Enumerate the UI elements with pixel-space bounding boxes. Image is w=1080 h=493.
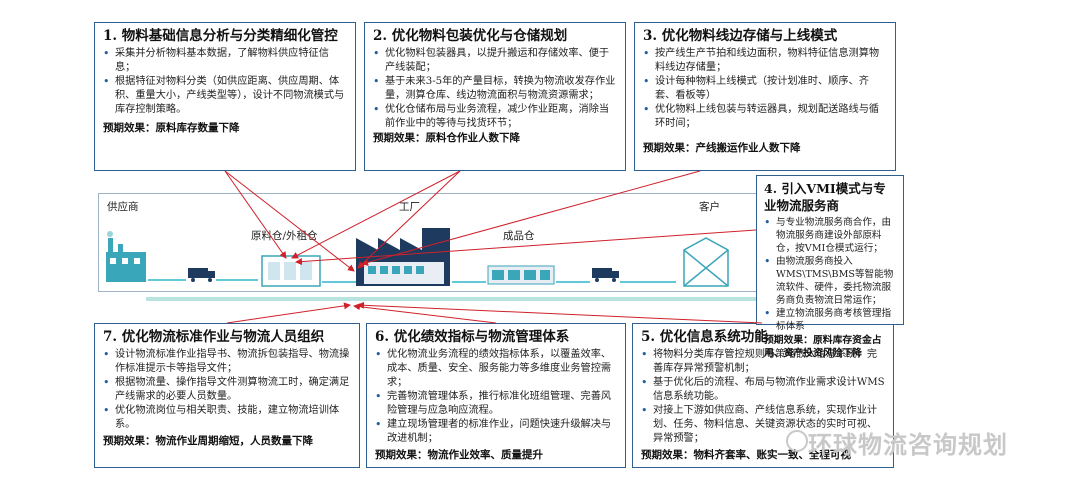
box-4-bullet: 由物流服务商投入WMS\TMS\BMS等智能物流软件、硬件，委托物流服务商负责物… (764, 255, 896, 307)
customer-building-icon (683, 237, 729, 287)
box-6-title: 6. 优化绩效指标与物流管理体系 (375, 329, 570, 345)
box-2-title: 2. 优化物料包装优化与仓储规划 (373, 28, 568, 44)
box-3-lineside: 3. 优化物料线边存储与上线模式 按产线生产节拍和线边面积，物料特征信息测算物料… (634, 22, 896, 171)
box-6-bullet: 完善物流管理体系，推行标准化班组管理、完善风险管理与应急响应流程。 (375, 390, 617, 418)
box-4-bullet: 建立物流服务商考核管理指标体系 (764, 307, 896, 333)
box-3-bullet: 按产线生产节拍和线边面积，物料特征信息测算物料线边存储量； (643, 47, 887, 75)
box-6-kpi-system: 6. 优化绩效指标与物流管理体系 优化物流业务流程的绩效指标体系，以覆盖效率、成… (366, 323, 626, 468)
watermark-logo-icon (786, 430, 808, 452)
label-supplier: 供应商 (107, 201, 139, 213)
box-4-vmi-professional: 4. 引入VMI模式与专业物流服务商 与专业物流服务商合作，由物流服务商建设外部… (756, 175, 904, 359)
box-3-title: 3. 优化物料线边存储与上线模式 (643, 28, 838, 44)
box-1-bullet: 采集并分析物料基本数据，了解物料供应特征信息； (103, 47, 347, 75)
truck-icon (592, 268, 619, 282)
finished-warehouse-icon (487, 265, 555, 285)
watermark: 环球物流咨询规划 (808, 431, 1008, 459)
box-7-bullet: 设计物流标准作业指导书、物流拆包装指导、物流操作标准提示卡等指导文件； (103, 348, 351, 376)
box-2-bullet: 优化仓储布局与业务流程，减少作业距离，消除当前作业中的等待与找货环节； (373, 103, 617, 131)
label-raw-warehouse: 原料仓/外租仓 (251, 230, 318, 242)
box-3-bullet: 设计每种物料上线模式（按计划准时、顺序、齐套、看板等） (643, 75, 887, 103)
box-2-bullet: 基于未来3-5年的产量目标，转换为物流收发存作业量，测算仓库、线边物流面积与物流… (373, 75, 617, 103)
box-5-bullet: 基于优化后的流程、布局与物流作业需求设计WMS信息系统功能。 (641, 376, 885, 404)
box-5-bullet: 将物料分类库存管控规则与策略嵌入信息系统，完善库存异常预警机制； (641, 348, 885, 376)
box-7-title: 7. 优化物流标准作业与物流人员组织 (103, 329, 325, 345)
box-4-title: 4. 引入VMI模式与专业物流服务商 (764, 181, 886, 213)
box-5-bullet: 对接上下游如供应商、产线信息系统，实现作业计划、任务、物料信息、关键资源状态的实… (641, 404, 885, 446)
main-factory-icon (356, 228, 450, 286)
label-customer: 客户 (699, 201, 720, 213)
label-factory: 工厂 (399, 201, 420, 213)
box-5-effect: 预期效果：物料齐套率、账实一致、全程可视 (641, 449, 851, 461)
connector-arrows (224, 170, 763, 324)
box-2-packaging-warehouse: 2. 优化物料包装优化与仓储规划 优化物料包装器具，以提升搬运和存储效率、便于产… (364, 22, 626, 171)
box-5-title: 5. 优化信息系统功能 (641, 329, 768, 345)
box-3-bullet: 优化物料上线包装与转运器具，规划配送路线与循环时间； (643, 103, 887, 131)
box-5-info-system: 5. 优化信息系统功能 将物料分类库存管控规则与策略嵌入信息系统，完善库存异常预… (632, 323, 894, 468)
truck-icon (188, 268, 215, 282)
box-7-bullet: 根据物流量、操作指导文件测算物流工时，确定满足产线需求的必要人员数量。 (103, 376, 351, 404)
box-7-standard-work: 7. 优化物流标准作业与物流人员组织 设计物流标准作业指导书、物流拆包装指导、物… (94, 323, 360, 468)
flow-arrows (148, 279, 676, 283)
box-1-bullet: 根据特征对物料分类（如供应距离、供应周期、体积、重量大小，产线类型等），设计不同… (103, 75, 347, 117)
box-6-effect: 预期效果：物流作业效率、质量提升 (375, 449, 543, 461)
box-1-title: 1. 物料基础信息分析与分类精细化管控 (103, 28, 338, 44)
box-6-bullet: 优化物流业务流程的绩效指标体系，以覆盖效率、成本、质量、安全、服务能力等多维度业… (375, 348, 617, 390)
box-2-bullet: 优化物料包装器具，以提升搬运和存储效率、便于产线装配； (373, 47, 617, 75)
box-1-material-info: 1. 物料基础信息分析与分类精细化管控 采集并分析物料基本数据，了解物料供应特征… (94, 22, 356, 171)
box-4-effect: 预期效果：原料库存资金占用、资产投资风险下降 (764, 335, 882, 359)
supply-chain-flow: 供应商 原料仓/外租仓 工厂 成品仓 客户 (98, 193, 862, 292)
box-7-effect: 预期效果：物流作业周期缩短，人员数量下降 (103, 435, 313, 447)
supplier-factory-icon (106, 231, 146, 282)
box-6-bullet: 建立现场管理者的标准作业，问题快速升级解决与改进机制； (375, 418, 617, 446)
box-3-effect: 预期效果：产线搬运作业人数下降 (643, 142, 801, 154)
label-finished-warehouse: 成品仓 (503, 230, 535, 242)
box-2-effect: 预期效果：原料仓作业人数下降 (373, 132, 520, 144)
box-1-effect: 预期效果：原料库存数量下降 (103, 122, 240, 134)
box-7-bullet: 优化物流岗位与相关职责、技能，建立物流培训体系。 (103, 404, 351, 432)
process-bar (146, 297, 764, 301)
box-4-bullet: 与专业物流服务商合作，由物流服务商建设外部原料仓，按VMI仓模式运行； (764, 216, 896, 255)
